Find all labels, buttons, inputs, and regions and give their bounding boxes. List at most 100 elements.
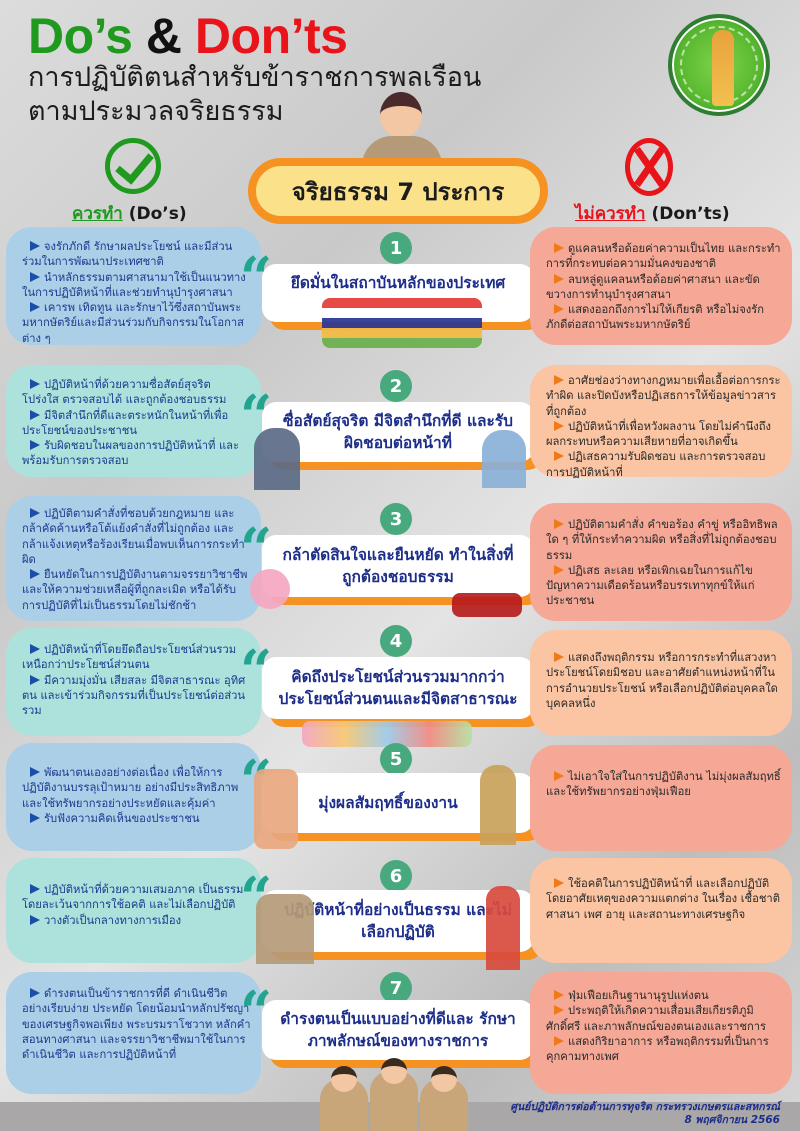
officer-at-desk-illustration bbox=[256, 894, 314, 964]
principle-2-donts-box: อาศัยช่องว่างทางกฎหมายเพื่อเอื้อต่อการกร… bbox=[530, 365, 792, 479]
arrow-bullet-icon bbox=[30, 440, 40, 451]
dos-item: นำหลักธรรมตามศาสนามาใช้เป็นแนวทางในการปฏ… bbox=[22, 270, 246, 299]
dos-item: ปฏิบัติตามคำสั่งที่ชอบด้วยกฎหมาย และกล้า… bbox=[22, 507, 245, 566]
open-quote-icon: “ bbox=[240, 245, 273, 311]
donts-item: อาศัยช่องว่างทางกฎหมายเพื่อเอื้อต่อการกร… bbox=[546, 374, 781, 418]
woman-crossed-arms-illustration bbox=[486, 886, 520, 970]
principle-title: ดำรงตนเป็นแบบอย่างที่ดีและ รักษาภาพลักษณ… bbox=[280, 1010, 516, 1050]
officer-head bbox=[381, 1058, 407, 1084]
arrow-bullet-icon bbox=[30, 409, 40, 420]
donts-item: ปฏิเสธ ละเลย หรือเพิกเฉยในการแก้ไขปัญหาค… bbox=[546, 563, 755, 608]
dos-item: ยืนหยัดในการปฏิบัติงานตามจรรยาวิชาชีพ แล… bbox=[22, 568, 248, 612]
arrow-bullet-icon bbox=[554, 420, 564, 431]
woman-at-laptop-illustration bbox=[482, 430, 526, 488]
mascot-head bbox=[380, 92, 422, 138]
law-books-gavel-illustration bbox=[452, 593, 522, 617]
principle-number-badge: 2 bbox=[380, 370, 412, 402]
honest-man-illustration bbox=[254, 428, 300, 490]
open-quote-icon: “ bbox=[240, 979, 273, 1045]
principle-number-badge: 5 bbox=[380, 743, 412, 775]
donts-item: ใช้อคติในการปฏิบัติหน้าที่ และเลือกปฏิบั… bbox=[546, 877, 780, 921]
donts-item: ฟุ่มเฟือยเกินฐานานุรูปแห่งตน bbox=[546, 988, 782, 1003]
principle-number-badge: 3 bbox=[380, 503, 412, 535]
teamwork-people-illustration bbox=[254, 769, 298, 849]
arrow-bullet-icon bbox=[30, 674, 40, 685]
principle-title: กล้าตัดสินใจและยืนหยัด ทำในสิ่งที่ถูกต้อ… bbox=[282, 546, 514, 586]
principle-title-card: ดำรงตนเป็นแบบอย่างที่ดีและ รักษาภาพลักษณ… bbox=[262, 1000, 546, 1064]
principle-title: คิดถึงประโยชน์ส่วนรวมมากกว่า ประโยชน์ส่ว… bbox=[278, 668, 518, 708]
principle-1-donts-box: ดูแคลนหรือด้อยค่าความเป็นไทย และกระทำการ… bbox=[530, 227, 792, 345]
principle-number-badge: 4 bbox=[380, 625, 412, 657]
officer-head bbox=[431, 1066, 457, 1092]
arrow-bullet-icon bbox=[554, 243, 564, 253]
donts-item: ลบหลู่ดูแคลนหรือด้อยค่าศาสนา และขัดขวางก… bbox=[546, 272, 760, 301]
dos-item: ปฏิบัติหน้าที่โดยยึดถือประโยชน์ส่วนรวมเห… bbox=[22, 643, 237, 672]
title-dos: Do’s bbox=[28, 8, 133, 64]
donts-item: ปฏิบัติตามคำสั่ง คำขอร้อง คำขู่ หรืออิทธ… bbox=[546, 518, 778, 562]
dos-item: จงรักภักดี รักษาผลประโยชน์ และมีส่วนร่วม… bbox=[22, 240, 233, 269]
ethics-banner: จริยธรรม 7 ประการ bbox=[248, 158, 548, 224]
principle-title: ซื่อสัตย์สุจริต มีจิตสำนึกที่ดี และรับผิ… bbox=[283, 412, 513, 452]
arrow-bullet-icon bbox=[30, 767, 40, 777]
donts-thai-label: ไม่ควรทำ bbox=[575, 204, 646, 224]
arrow-bullet-icon bbox=[554, 519, 564, 529]
x-circle-icon bbox=[625, 138, 673, 196]
donts-column-header: ไม่ควรทำ (Don’ts) bbox=[575, 200, 730, 227]
civil-servants-illustration bbox=[320, 1058, 470, 1131]
donts-item: ปฏิเสธความรับผิดชอบ และการตรวจสอบการปฏิบ… bbox=[546, 450, 766, 479]
dos-item: รับฟังความคิดเห็นของประชาชน bbox=[22, 811, 251, 826]
crowd-people-illustration bbox=[302, 721, 472, 747]
dos-item: มีความมุ่งมั่น เสียสละ มีจิตสาธารณะ อุทิ… bbox=[22, 673, 246, 718]
principle-7-dos-box: ดำรงตนเป็นข้าราชการที่ดี ดำเนินชีวิตอย่า… bbox=[6, 972, 261, 1094]
donts-item: ดูแคลนหรือด้อยค่าความเป็นไทย และกระทำการ… bbox=[546, 242, 781, 271]
title-donts: Don’ts bbox=[194, 8, 348, 64]
brain-lightbulb-illustration bbox=[250, 569, 290, 609]
principle-number-badge: 1 bbox=[380, 232, 412, 264]
dos-en-label: (Do’s) bbox=[128, 204, 187, 224]
donts-item: แสดงออกถึงการไม่ให้เกียรติ หรือไม่จงรักภ… bbox=[546, 303, 765, 332]
donts-item: ประพฤติให้เกิดความเสื่อมเสียเกียรติภูมิ … bbox=[546, 1004, 767, 1033]
arrow-bullet-icon bbox=[554, 652, 564, 662]
thailand-landmarks-illustration bbox=[322, 298, 482, 348]
arrow-bullet-icon bbox=[30, 884, 40, 894]
principle-title-card: กล้าตัดสินใจและยืนหยัด ทำในสิ่งที่ถูกต้อ… bbox=[262, 535, 546, 601]
donts-item: แสดงกิริยาอาการ หรือพฤติกรรมที่เป็นการคุ… bbox=[546, 1034, 769, 1064]
arrow-bullet-icon bbox=[554, 878, 564, 888]
arrow-bullet-icon bbox=[30, 914, 40, 925]
arrow-bullet-icon bbox=[30, 812, 40, 823]
arrow-bullet-icon bbox=[554, 1005, 564, 1016]
principle-title-card: ซื่อสัตย์สุจริต มีจิตสำนึกที่ดี และรับผิ… bbox=[262, 402, 546, 466]
page-title: Do’s & Don’ts bbox=[28, 8, 348, 64]
dos-item: พัฒนาตนเองอย่างต่อเนื่อง เพื่อให้การปฏิบ… bbox=[22, 766, 239, 810]
dos-thai-label: ควรทำ bbox=[72, 204, 123, 224]
seal-deity-figure bbox=[712, 30, 734, 106]
principle-2-dos-box: ปฏิบัติหน้าที่ด้วยความซื่อสัตย์สุจริต โป… bbox=[6, 365, 261, 477]
principle-title-card: คิดถึงประโยชน์ส่วนรวมมากกว่า ประโยชน์ส่ว… bbox=[262, 657, 546, 723]
principle-number-badge: 7 bbox=[380, 972, 412, 1004]
dos-item: ปฏิบัติหน้าที่ด้วยความเสมอภาค เป็นธรรม โ… bbox=[22, 883, 244, 912]
principle-title: ยึดมั่นในสถาบันหลักของประเทศ bbox=[290, 274, 506, 292]
principle-title: ปฏิบัติหน้าที่อย่างเป็นธรรม และไม่เลือกป… bbox=[284, 901, 512, 941]
footer-date: 8 พฤศจิกายน 2566 bbox=[684, 1114, 780, 1126]
dos-item: ดำรงตนเป็นข้าราชการที่ดี ดำเนินชีวิตอย่า… bbox=[22, 987, 251, 1062]
dos-item: ปฏิบัติหน้าที่ด้วยความซื่อสัตย์สุจริต โป… bbox=[22, 378, 227, 407]
arrow-bullet-icon bbox=[554, 304, 564, 315]
arrow-bullet-icon bbox=[30, 271, 40, 282]
principle-1-dos-box: จงรักภักดี รักษาผลประโยชน์ และมีส่วนร่วม… bbox=[6, 227, 261, 345]
check-circle-icon bbox=[105, 138, 161, 194]
donts-item: ไม่เอาใจใส่ในการปฏิบัติงาน ไม่มุ่งผลสัมฤ… bbox=[546, 770, 781, 799]
officer-head bbox=[331, 1066, 357, 1092]
arrow-bullet-icon bbox=[554, 1035, 564, 1046]
dos-column-header: ควรทำ (Do’s) bbox=[72, 200, 187, 227]
arrow-bullet-icon bbox=[554, 273, 564, 284]
dos-item: มีจิตสำนึกที่ดีและตระหนักในหน้าที่เพื่อป… bbox=[22, 408, 229, 437]
principle-7-donts-box: ฟุ่มเฟือยเกินฐานานุรูปแห่งตน ประพฤติให้เ… bbox=[530, 972, 792, 1094]
donts-en-label: (Don’ts) bbox=[651, 204, 730, 224]
arrow-bullet-icon bbox=[30, 241, 40, 251]
dos-item: รับผิดชอบในผลของการปฏิบัติหน้าที่ และพร้… bbox=[22, 439, 240, 468]
arrow-bullet-icon bbox=[30, 508, 40, 518]
ministry-seal-icon bbox=[668, 14, 770, 116]
principle-title: มุ่งผลสัมฤทธิ์ของงาน bbox=[318, 794, 458, 812]
arrow-bullet-icon bbox=[554, 990, 564, 1000]
woman-with-laptop-illustration bbox=[480, 765, 516, 845]
